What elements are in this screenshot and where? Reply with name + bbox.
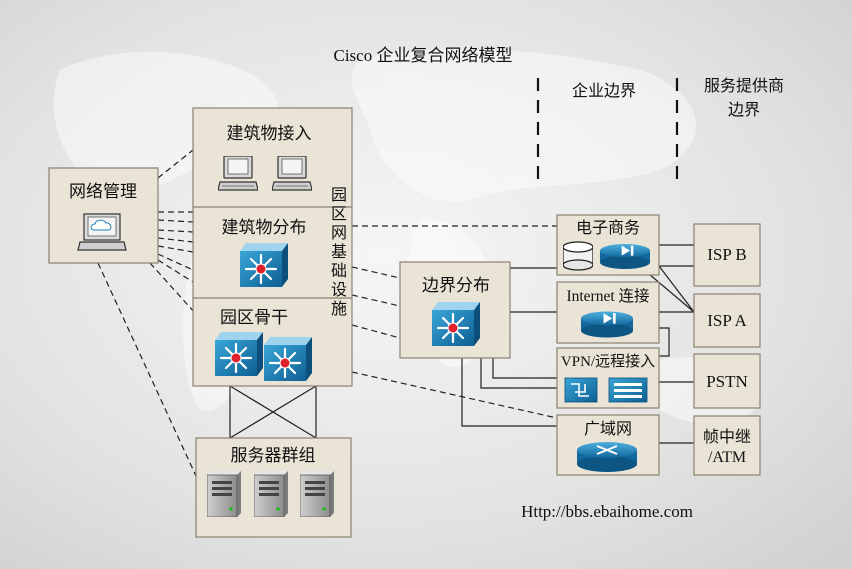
infrastructure-char: 网 (331, 225, 347, 242)
building-access-label: 建筑物接入 (227, 124, 312, 143)
server-icon-2 (254, 471, 288, 517)
access-pc-icon-2 (272, 156, 312, 191)
vpn-concentrator-icon (564, 377, 598, 403)
frame-relay-label-line2: /ATM (708, 449, 746, 466)
isp-a-label: ISP A (707, 311, 747, 330)
edge-distribution-label: 边界分布 (422, 276, 490, 295)
isp-a-box (693, 293, 761, 348)
frame-relay-label-line1: 帧中继 (703, 428, 751, 446)
building-distribution-label: 建筑物分布 (222, 218, 307, 237)
campus-infrastructure-label: 园 区 网 基 础 设 施 (331, 187, 347, 318)
ecommerce-firewall-icon (600, 244, 650, 269)
pstn-label: PSTN (706, 372, 748, 391)
vpn-label: VPN/远程接入 (561, 353, 655, 370)
ecommerce-label: 电子商务 (576, 219, 640, 237)
management-workstation-icon (77, 213, 127, 251)
server-icon-3 (300, 471, 334, 517)
infrastructure-char: 设 (331, 281, 347, 299)
solid-links (229, 244, 695, 444)
isp-b-box (693, 223, 761, 287)
wan-router-icon (577, 442, 637, 472)
wan-label: 广域网 (584, 420, 632, 438)
server-icon-1 (207, 471, 241, 517)
infrastructure-char: 区 (331, 206, 347, 223)
internet-label: Internet 连接 (566, 287, 649, 305)
enterprise-edge-label: 企业边界 (572, 82, 636, 100)
access-server-icon (608, 377, 648, 403)
edge-distribution-switch-icon (432, 302, 480, 346)
frame-relay-box (693, 415, 761, 476)
footer-url: Http://bbs.ebaihome.com (521, 502, 693, 521)
server-farm-label: 服务器群组 (231, 446, 316, 465)
sp-edge-label-line2: 边界 (728, 101, 760, 119)
internet-firewall-icon (581, 311, 633, 338)
isp-b-label: ISP B (707, 245, 747, 264)
network-management-label: 网络管理 (69, 182, 137, 201)
infrastructure-char: 础 (331, 262, 347, 280)
infrastructure-char: 基 (331, 243, 347, 261)
campus-backbone-label: 园区骨干 (220, 308, 288, 327)
diagram-title: Cisco 企业复合网络模型 (334, 46, 513, 65)
sp-edge-label-line1: 服务提供商 (704, 77, 784, 95)
database-icon (563, 241, 593, 271)
infrastructure-char: 施 (331, 300, 347, 318)
backbone-switch-icon-2 (264, 337, 312, 381)
distribution-switch-icon (240, 243, 288, 287)
backbone-switch-icon-1 (215, 332, 263, 376)
infrastructure-char: 园 (331, 187, 347, 204)
access-pc-icon-1 (218, 156, 258, 191)
pstn-box (693, 353, 761, 409)
